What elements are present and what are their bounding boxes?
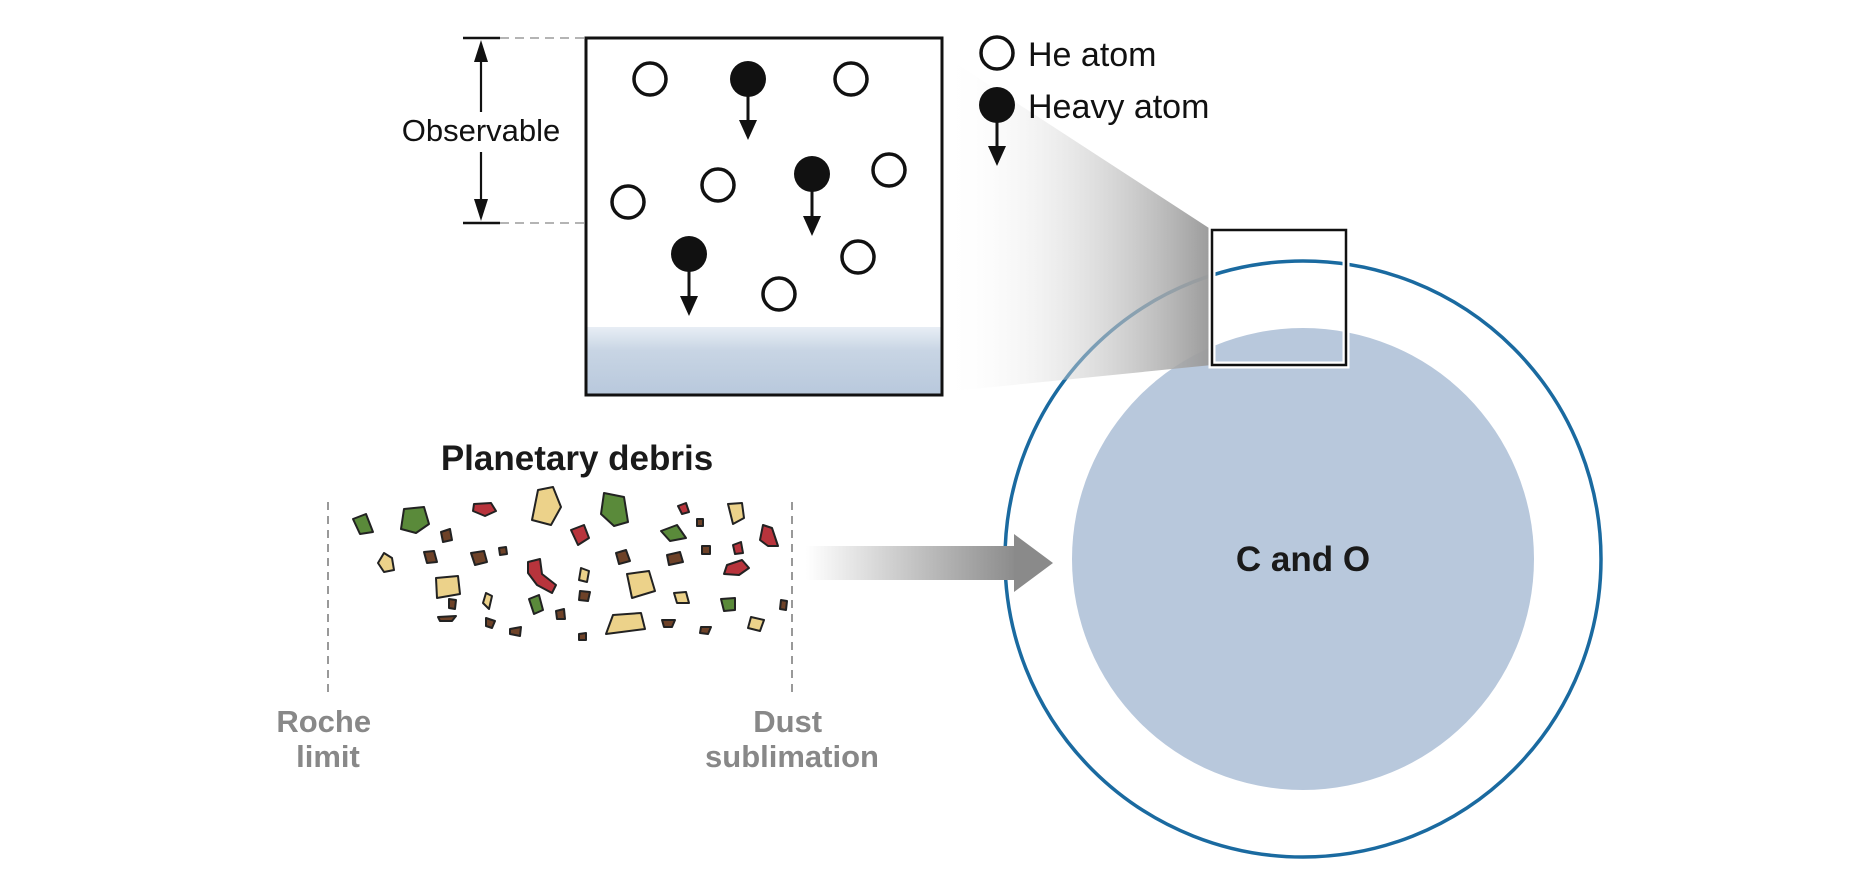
debris-fragment — [605, 612, 646, 635]
accretion-arrow — [806, 534, 1053, 592]
debris-fragment — [701, 545, 711, 555]
debris-fragment — [423, 550, 438, 564]
white-dwarf: C and O — [1003, 259, 1603, 859]
debris-fragment — [570, 524, 590, 546]
debris-fragment — [531, 486, 562, 526]
debris-fragment — [527, 558, 557, 594]
debris-fragment — [759, 524, 779, 547]
legend-heavy-atom: Heavy atom — [1028, 88, 1209, 126]
zoom-window — [1208, 226, 1350, 369]
debris-fragment — [448, 598, 457, 610]
star-core — [1072, 328, 1534, 790]
debris-fragment — [578, 632, 587, 641]
debris-fragment — [727, 502, 745, 525]
debris-fragment — [660, 524, 687, 542]
legend-he-atom: He atom — [1028, 36, 1157, 74]
debris-fragment — [472, 502, 497, 517]
debris-fragment — [377, 552, 395, 573]
legend: He atom Heavy atom — [979, 35, 1209, 166]
debris-title: Planetary debris — [441, 439, 713, 478]
dust-sublimation-label: Dust sublimation — [705, 704, 879, 774]
core-label: C and O — [1236, 540, 1370, 579]
debris-fragment — [699, 626, 712, 635]
debris-fragment — [528, 594, 544, 615]
he-atoms — [610, 61, 907, 312]
inset-photosphere — [586, 327, 942, 395]
planetary-debris: Planetary debris — [276, 439, 879, 774]
observable-label: Observable — [402, 113, 561, 148]
debris-fragment — [435, 575, 461, 599]
observable-bracket: Observable — [402, 36, 586, 225]
debris-fragment — [661, 619, 676, 628]
debris-fragment — [485, 617, 496, 629]
debris-fragment — [482, 592, 493, 610]
heavy-atom-legend-icon — [979, 87, 1015, 166]
heavy-atoms — [671, 61, 830, 316]
debris-fragment — [578, 567, 590, 583]
debris-fragment — [437, 615, 457, 622]
debris-fragment — [470, 550, 488, 566]
debris-fragment — [600, 492, 629, 527]
debris-fragment — [440, 528, 453, 543]
debris-fragment — [723, 559, 750, 576]
debris-fragment — [666, 551, 684, 566]
he-atom — [871, 152, 907, 188]
debris-fragment — [400, 506, 430, 534]
he-atom — [840, 239, 876, 275]
heavy-atom — [794, 156, 830, 236]
he-atom — [833, 61, 869, 97]
debris-fragment — [747, 616, 765, 632]
debris-fragment — [615, 549, 631, 565]
he-atom-legend-icon — [979, 35, 1015, 71]
debris-fragment — [509, 626, 522, 637]
debris-fragments — [352, 486, 788, 641]
zoom-beam — [943, 55, 1212, 392]
roche-limit-label: Roche limit — [276, 704, 379, 774]
heavy-atom — [671, 236, 707, 316]
debris-fragment — [578, 590, 591, 602]
debris-fragment — [696, 518, 704, 527]
debris-fragment — [498, 546, 508, 556]
debris-fragment — [779, 599, 788, 611]
he-atom — [700, 167, 736, 203]
he-atom — [632, 61, 668, 97]
debris-fragment — [732, 541, 744, 555]
debris-fragment — [555, 608, 566, 620]
debris-fragment — [677, 502, 690, 515]
he-atom — [610, 184, 646, 220]
debris-fragment — [626, 570, 656, 599]
inset-panel — [584, 36, 944, 397]
he-atom — [761, 276, 797, 312]
debris-fragment — [720, 597, 736, 612]
debris-fragment — [673, 591, 690, 604]
debris-fragment — [352, 513, 374, 535]
heavy-atom — [730, 61, 766, 140]
